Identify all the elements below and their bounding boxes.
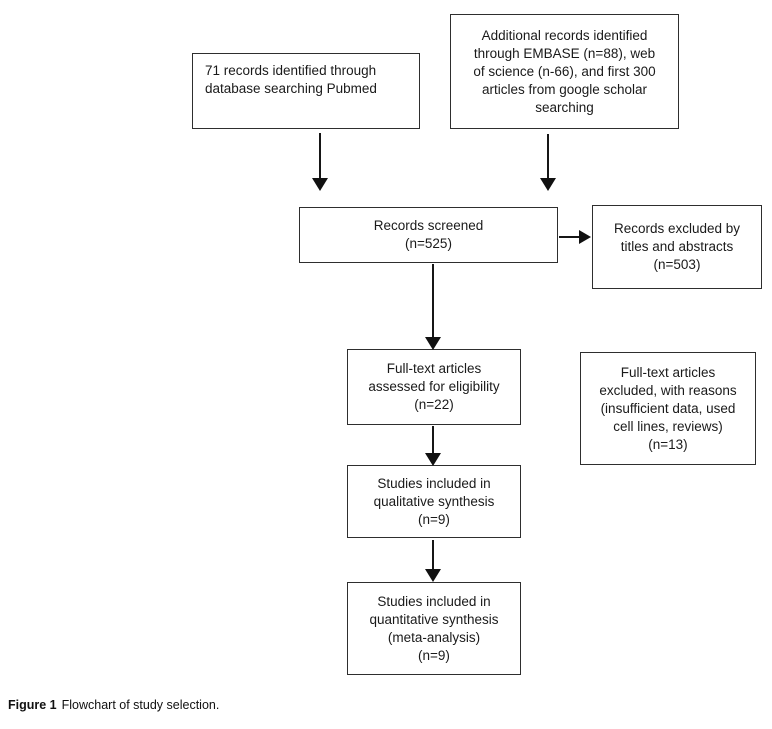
arrow-down-icon xyxy=(312,178,328,191)
arrow-line xyxy=(319,133,321,179)
arrow-line xyxy=(559,236,580,238)
node-fulltext-excluded: Full-text articles excluded, with reason… xyxy=(580,352,756,465)
arrow-right-icon xyxy=(579,230,591,244)
arrow-down-icon xyxy=(425,453,441,466)
arrow-line xyxy=(547,134,549,179)
figure-caption: Figure 1 Flowchart of study selection. xyxy=(8,697,219,713)
figure-caption-label: Figure 1 xyxy=(8,698,57,712)
arrow-down-icon xyxy=(425,337,441,350)
node-additional-records: Additional records identified through EM… xyxy=(450,14,679,129)
arrow-line xyxy=(432,426,434,454)
node-qualitative-synthesis: Studies included in qualitative synthesi… xyxy=(347,465,521,538)
node-records-screened: Records screened (n=525) xyxy=(299,207,558,263)
arrow-down-icon xyxy=(425,569,441,582)
node-quantitative-synthesis: Studies included in quantitative synthes… xyxy=(347,582,521,675)
node-pubmed-records: 71 records identified through database s… xyxy=(192,53,420,129)
arrow-line xyxy=(432,264,434,338)
arrow-down-icon xyxy=(540,178,556,191)
arrow-line xyxy=(432,540,434,570)
node-fulltext-assessed: Full-text articles assessed for eligibil… xyxy=(347,349,521,425)
figure-caption-text: Flowchart of study selection. xyxy=(61,698,220,712)
node-records-excluded-titles: Records excluded by titles and abstracts… xyxy=(592,205,762,289)
